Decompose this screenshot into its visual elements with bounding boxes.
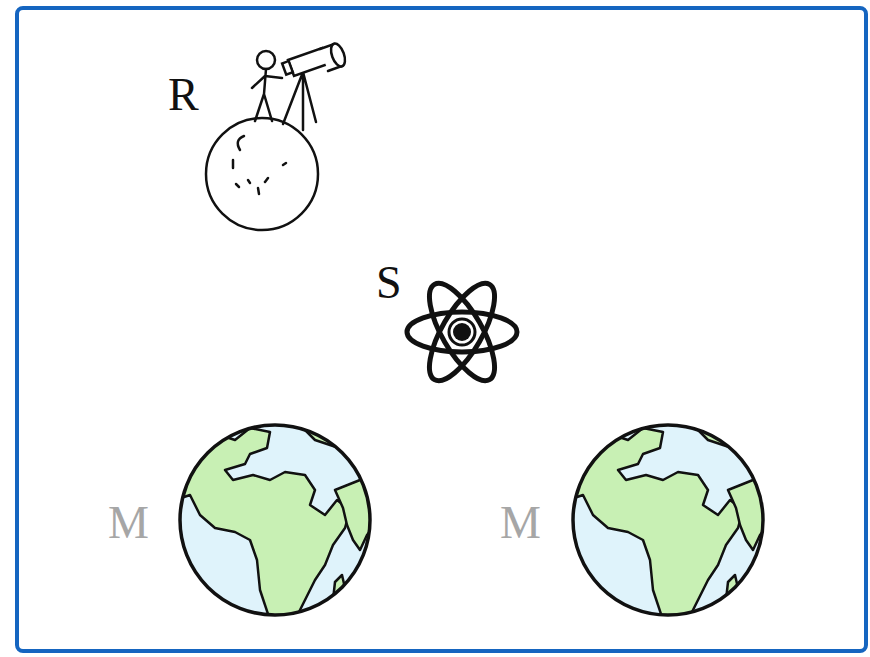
earth-planet [175,420,375,620]
earth-planet [568,420,768,620]
model-label: M [500,500,541,546]
model-label: M [108,500,149,546]
observer-label: R [168,72,199,118]
frame [17,8,866,651]
system-label: S [376,260,402,306]
atom-symbol [407,274,517,389]
moon [206,42,348,230]
